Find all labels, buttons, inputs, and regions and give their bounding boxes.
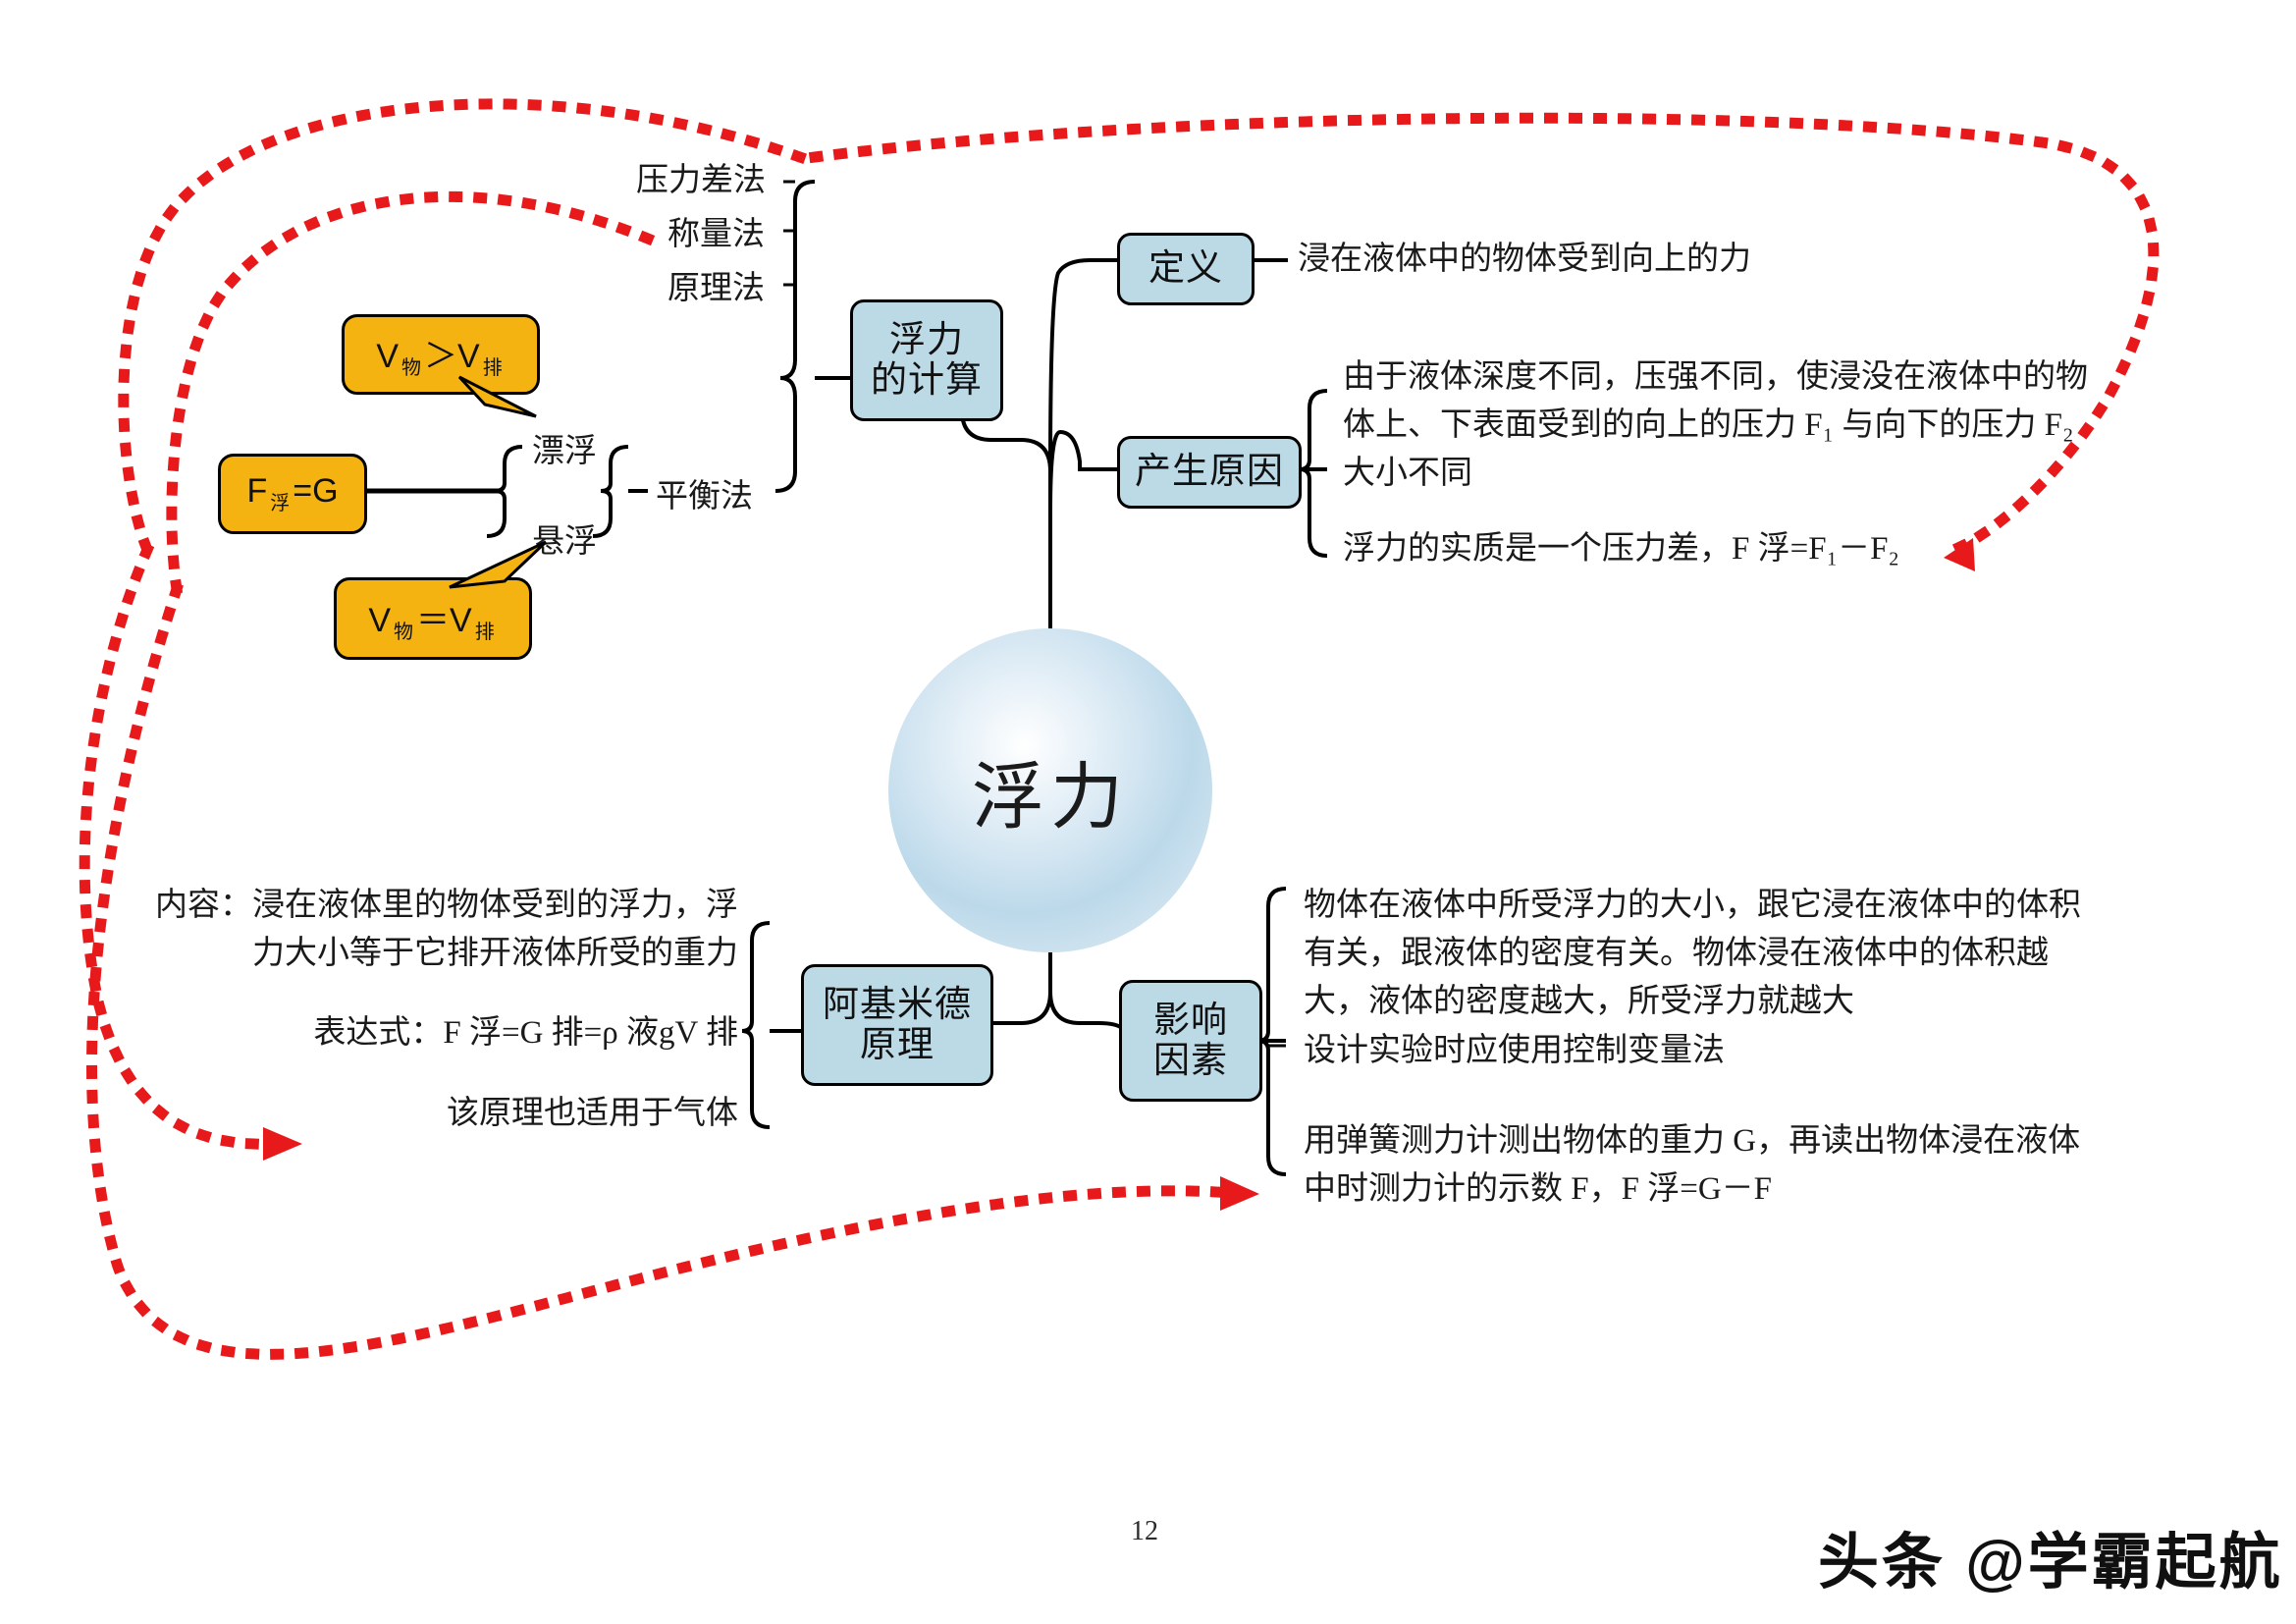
page-number: 12 xyxy=(1131,1516,1158,1546)
text-cause-item-2: 浮力的实质是一个压力差，F 浮=F₁－F₂ xyxy=(1343,531,1899,567)
label-state-floating: 漂浮 xyxy=(532,434,597,469)
node-buoyancy-calculation[interactable]: 浮力 的计算 xyxy=(850,299,1003,421)
callout-volume-equal-tail xyxy=(449,540,548,589)
node-archimedes-principle-line2: 原理 xyxy=(860,1025,934,1065)
text-factors-item-2: 设计实验时应使用控制变量法 xyxy=(1304,1033,1725,1068)
label-method-pressure-difference: 压力差法 xyxy=(636,163,766,198)
text-factors-item-3: 用弹簧测力计测出物体的重力 G，再读出物体浸在液体中时测力计的示数 F，F 浮=… xyxy=(1304,1123,2081,1207)
callout-volume-greater-tail xyxy=(457,375,537,418)
node-archimedes-principle-line1: 阿基米德 xyxy=(823,984,972,1025)
text-archimedes-item-2: 表达式：F 浮=G 排=ρ 液gV 排 xyxy=(313,1015,738,1051)
node-definition[interactable]: 定义 xyxy=(1117,233,1255,305)
label-method-principle: 原理法 xyxy=(667,271,765,306)
label-method-equilibrium: 平衡法 xyxy=(656,479,753,514)
watermark-logo: 头条 @学霸起航 xyxy=(1818,1529,2283,1597)
text-archimedes-item-3: 该原理也适用于气体 xyxy=(447,1096,738,1131)
node-influencing-factors-line1: 影响 xyxy=(1153,1000,1228,1041)
node-buoyancy-calculation-line1: 浮力 xyxy=(889,319,964,360)
text-definition-content: 浸在液体中的物体受到向上的力 xyxy=(1298,242,1751,277)
node-buoyancy-calculation-line2: 的计算 xyxy=(871,360,983,401)
node-definition-label: 定义 xyxy=(1148,248,1223,290)
text-archimedes-item-1: 内容：浸在液体里的物体受到的浮力，浮力大小等于它排开液体所受的重力 xyxy=(155,888,738,971)
node-cause[interactable]: 产生原因 xyxy=(1117,436,1302,509)
node-influencing-factors[interactable]: 影响 因素 xyxy=(1119,980,1262,1102)
central-topic-node: 浮力 xyxy=(888,628,1212,952)
node-archimedes-principle[interactable]: 阿基米德 原理 xyxy=(801,964,993,1086)
node-cause-label: 产生原因 xyxy=(1135,452,1284,493)
text-cause-item-1: 由于液体深度不同，压强不同，使浸没在液体中的物体上、下表面受到的向上的压力 F₁… xyxy=(1343,359,2088,491)
label-method-weighing: 称量法 xyxy=(667,217,765,252)
central-topic-label: 浮力 xyxy=(972,757,1129,839)
node-influencing-factors-line2: 因素 xyxy=(1153,1041,1228,1081)
text-factors-item-1: 物体在液体中所受浮力的大小，跟它浸在液体中的体积有关，跟液体的密度有关。物体浸在… xyxy=(1304,888,2081,1019)
